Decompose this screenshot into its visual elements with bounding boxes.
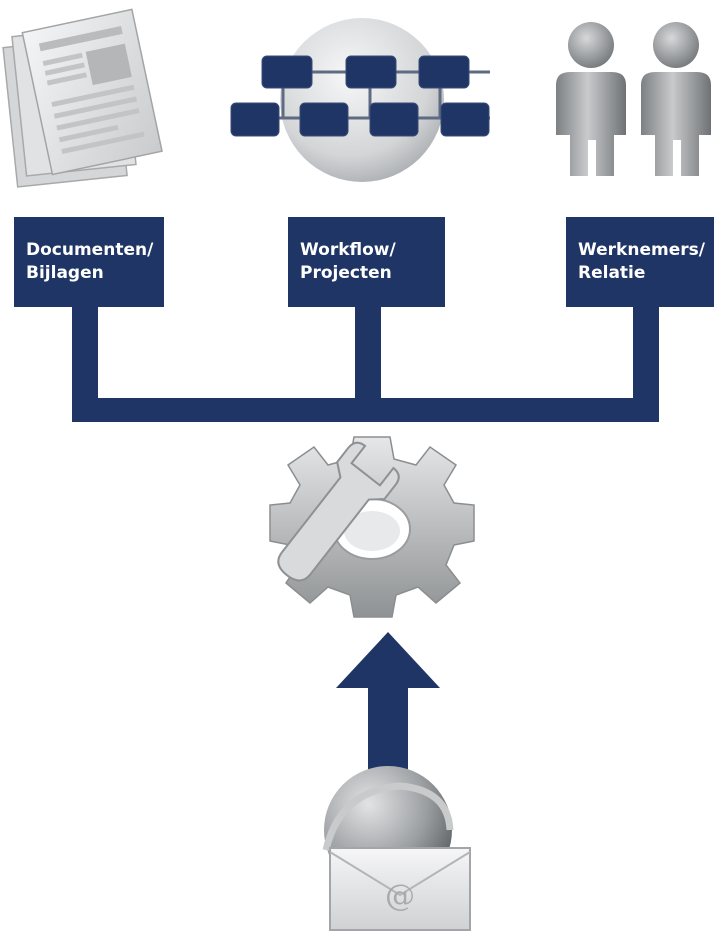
newspaper-stack-icon xyxy=(2,8,163,188)
gear-wrench-icon xyxy=(269,436,475,618)
two-people-icon xyxy=(556,22,711,176)
node-employees-line2: Relatie xyxy=(578,263,646,283)
node-workflow-line1: Workflow/ xyxy=(300,240,396,260)
node-documents-line2: Bijlagen xyxy=(26,263,104,283)
at-symbol: @ xyxy=(385,879,415,914)
connector-lines xyxy=(72,300,659,422)
node-workflow: Workflow/ Projecten xyxy=(288,217,445,307)
node-employees-line1: Werknemers/ xyxy=(578,240,705,260)
node-documents: Documenten/ Bijlagen xyxy=(14,217,164,307)
email-globe-icon: @ xyxy=(322,766,471,931)
node-documents-line1: Documenten/ xyxy=(26,240,154,260)
node-workflow-line2: Projecten xyxy=(300,263,392,283)
node-employees: Werknemers/ Relatie xyxy=(566,217,714,307)
upward-arrow xyxy=(336,632,440,770)
org-chart-globe-icon xyxy=(230,18,490,182)
